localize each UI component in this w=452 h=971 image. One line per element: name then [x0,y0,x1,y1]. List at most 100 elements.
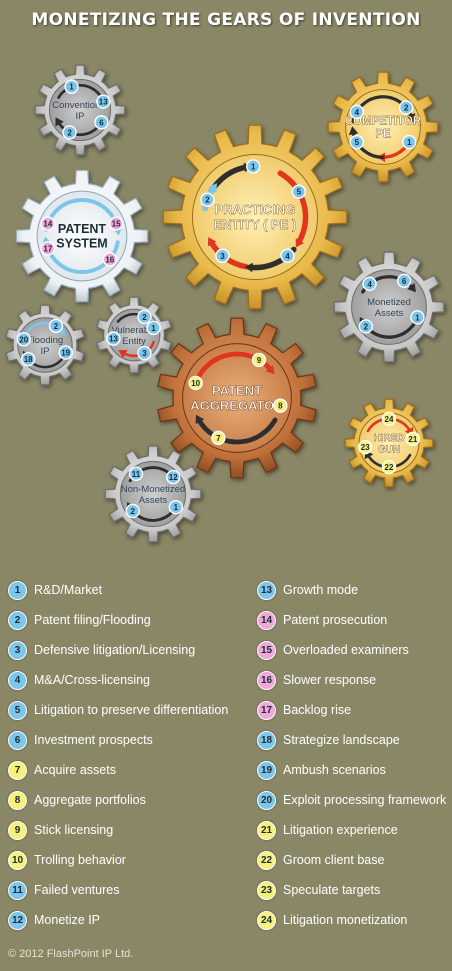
number-badge: 16 [257,670,276,690]
step-badge: 2 [137,309,152,325]
legend-label: Patent filing/Flooding [34,613,151,627]
svg-text:20: 20 [19,335,28,344]
cycle-arrow-head [406,113,416,123]
number-badge: 24 [257,910,276,930]
legend-label: Overloaded examiners [283,643,409,657]
legend-label: Litigation experience [283,823,398,837]
step-badge: 13 [106,331,121,346]
legend-label: Speculate targets [283,883,381,897]
gear-label: IP [41,346,50,357]
gear-label: PATENT [58,222,107,236]
legend-label: Exploit processing framework [283,793,447,807]
gear-hub [191,153,319,281]
gear-label: Vulnerable [111,325,156,336]
step-badge: 1 [246,159,261,174]
svg-text:2: 2 [404,104,409,113]
svg-text:11: 11 [132,470,141,479]
svg-text:2: 2 [142,313,147,322]
cycle-arrow [277,170,309,246]
svg-text:22: 22 [385,463,394,472]
cycle-arrow-head [208,237,217,247]
svg-text:14: 14 [43,220,52,229]
step-badge: 2 [200,192,215,207]
gear-label: ENTITY ( PE ) [214,217,297,232]
legend-label: Monetize IP [34,913,101,927]
svg-text:9: 9 [257,356,262,365]
step-badge: 23 [357,440,373,455]
svg-text:8: 8 [278,402,283,411]
step-badge: 2 [48,318,64,334]
legend-label: Trolling behavior [34,853,126,867]
svg-text:13: 13 [99,98,108,107]
step-badge: 2 [62,125,77,140]
legend-label: Acquire assets [34,763,116,777]
number-badge: 4 [8,670,27,690]
gear-label: GUN [378,444,400,455]
legend-label: Failed ventures [34,883,120,897]
gear-label: SYSTEM [56,237,107,251]
legend-label: Litigation to preserve differentiation [34,703,229,717]
step-badge: 19 [58,345,73,360]
legend-item: 23 Speculate targets [257,875,452,905]
number-badge: 8 [8,790,27,810]
number-badge: 20 [257,790,276,810]
legend-label: R&D/Market [34,583,103,597]
number-badge: 17 [257,700,276,720]
step-badge: 1 [168,500,184,515]
gear-label: PATENT [212,383,262,398]
svg-text:3: 3 [142,349,147,358]
gear-label: COMPETITOR [345,115,422,127]
cycle-arrow-head [195,414,205,425]
svg-text:1: 1 [251,162,256,171]
number-badge: 15 [257,640,276,660]
step-badge: 1 [401,134,417,150]
legend-item: 2 Patent filing/Flooding [8,605,238,635]
svg-text:2: 2 [205,196,210,205]
step-badge: 8 [273,398,288,413]
page-title: MONETIZING THE GEARS OF INVENTION [31,10,421,30]
step-badge: 20 [16,332,31,347]
cycle-arrow-head [265,365,275,375]
cycle-arrow-head [118,349,128,359]
number-badge: 2 [8,610,27,630]
gear-label: Assets [375,308,404,319]
gear-label: Conventional [52,100,107,111]
number-badge: 23 [257,880,276,900]
number-badge: 14 [257,610,276,630]
step-badge: 9 [251,352,267,368]
step-badge: 17 [40,241,56,256]
gear-label: Entity [122,336,146,347]
svg-text:7: 7 [216,434,221,443]
svg-text:23: 23 [361,443,370,452]
step-badge: 21 [405,431,421,446]
svg-text:2: 2 [131,507,136,516]
step-badge: 3 [215,248,230,263]
step-badge: 22 [381,460,397,475]
step-badge: 3 [137,345,152,361]
svg-text:19: 19 [61,349,70,358]
cycle-arrow-head [56,326,66,336]
cycle-arrow-head [208,183,217,193]
gear-label: Flooding [27,335,63,346]
cycle-arrow [196,417,278,445]
svg-text:10: 10 [191,379,200,388]
svg-text:2: 2 [67,128,72,137]
legend-label: Backlog rise [283,703,352,717]
